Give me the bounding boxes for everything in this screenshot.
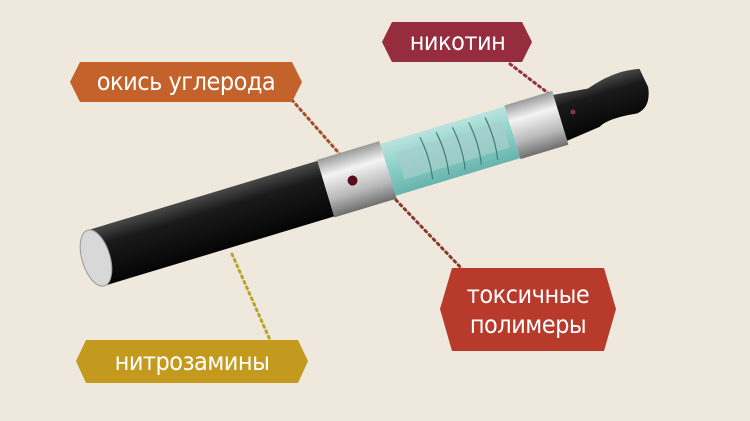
nicotine-label-shape xyxy=(382,22,532,62)
connector-toxic-polymers xyxy=(394,198,465,272)
carbon-monoxide-label-shape xyxy=(70,62,302,102)
battery-end-cap xyxy=(79,229,113,287)
tank-inner-tube xyxy=(396,120,510,180)
nicotine-label: никотин xyxy=(409,27,506,56)
toxic-polymers-label-shape xyxy=(440,268,616,351)
nitrosamines-label: нитрозамины xyxy=(114,346,270,376)
connector-carbon-monoxide xyxy=(290,98,347,162)
toxic-polymers-label: токсичные полимеры xyxy=(440,268,616,351)
connector-nitrosamines xyxy=(230,252,272,342)
e-cigarette xyxy=(79,68,649,287)
nicotine-point xyxy=(570,109,576,115)
toxic-polymers-line1: токсичные xyxy=(466,279,590,309)
nitrosamines-label-shape xyxy=(76,340,308,383)
battery-body xyxy=(87,160,335,286)
toxic-polymers-line2: полимеры xyxy=(469,309,587,339)
silver-top xyxy=(504,91,569,160)
mouthpiece xyxy=(553,68,649,141)
coil xyxy=(419,117,499,180)
carbon-monoxide-label: окись углерода xyxy=(96,67,276,96)
led-indicator xyxy=(347,175,358,186)
